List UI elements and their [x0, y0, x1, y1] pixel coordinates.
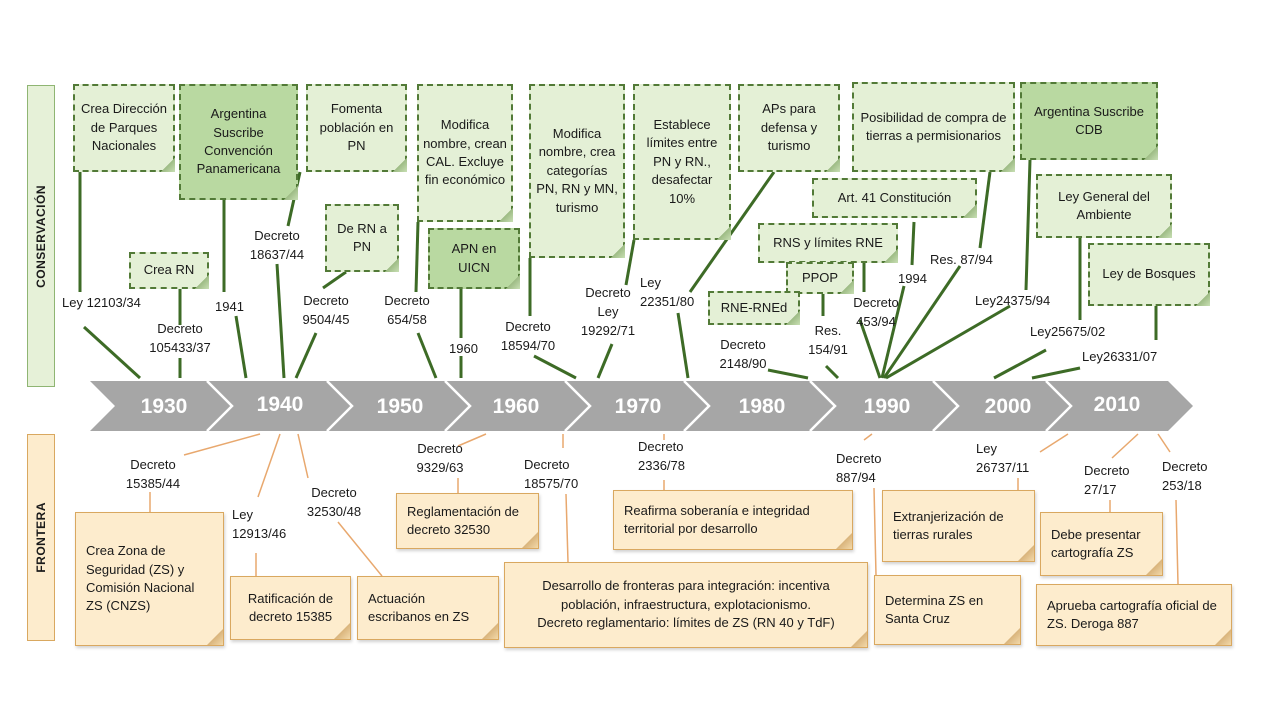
- conservation-label: Ley25675/02: [1030, 324, 1106, 339]
- conservation-note: Argentina Suscribe CDB: [1020, 82, 1158, 160]
- conservation-label: Decreto Ley 19292/71: [580, 285, 636, 338]
- decade-2000-label: 2000: [985, 395, 1032, 418]
- conservation-note: Crea RN: [129, 252, 209, 289]
- frontier-label: Decreto 27/17: [1084, 463, 1130, 497]
- frontier-note: Ratificación de decreto 15385: [230, 576, 351, 640]
- conservation-note: Fomenta población en PN: [306, 84, 407, 172]
- decade-1940-chevron: [207, 381, 352, 431]
- frontier-label: Decreto 9329/63: [416, 441, 464, 475]
- conservation-section-label: CONSERVACIÓN: [27, 85, 55, 387]
- frontier-label: Decreto 32530/48: [306, 485, 362, 519]
- conservation-note: Crea Dirección de Parques Nacionales: [73, 84, 175, 172]
- decade-1950-chevron: [327, 381, 470, 431]
- frontier-note-line: Decreto reglamentario: límites de ZS (RN…: [537, 615, 835, 631]
- frontier-note-development: Desarrollo de fronteras para integración…: [504, 562, 868, 648]
- frontier-label: Decreto 18575/70: [524, 457, 579, 491]
- decade-1980-chevron: [684, 381, 835, 431]
- conservation-note: Argentina Suscribe Convención Panamerica…: [179, 84, 298, 200]
- conservation-note: Ley de Bosques: [1088, 243, 1210, 306]
- decade-1940-label: 1940: [257, 393, 304, 416]
- frontier-note: Reglamentación de decreto 32530: [396, 493, 539, 549]
- conservation-note: PPOP: [786, 262, 854, 294]
- frontier-label: Decreto 15385/44: [125, 457, 181, 491]
- decade-1960-chevron: [445, 381, 590, 431]
- conservation-label: 1960: [449, 341, 478, 356]
- conservation-note: Art. 41 Constitución: [812, 178, 977, 218]
- conservation-label: 1941: [215, 299, 244, 314]
- frontier-label: Ley 12913/46: [232, 507, 287, 541]
- conservation-label: Ley 22351/80: [640, 275, 695, 309]
- conservation-note: Modifica nombre, crean CAL. Excluye fin …: [417, 84, 513, 222]
- conservation-label: Decreto 453/94: [853, 295, 899, 329]
- decade-1930-label: 1930: [141, 395, 188, 418]
- frontier-label: Decreto 887/94: [836, 451, 882, 485]
- conservation-label: Res. 87/94: [930, 252, 993, 267]
- decade-2010-label: 2010: [1094, 393, 1141, 416]
- frontier-note: Extranjerización de tierras rurales: [882, 490, 1035, 562]
- timeline-arrow: 1930 1940 1950 1960 1970 1980 1990 2000 …: [90, 380, 1193, 432]
- decade-1950-label: 1950: [377, 395, 424, 418]
- conservation-note: APN en UICN: [428, 228, 520, 289]
- conservation-label: Decreto 2148/90: [719, 337, 767, 371]
- conservation-note: Ley General del Ambiente: [1036, 174, 1172, 238]
- frontier-label: Decreto 2336/78: [638, 439, 685, 473]
- conservation-label: 1994: [898, 271, 927, 286]
- decade-2000-chevron: [933, 381, 1071, 431]
- frontier-note: Actuación escribanos en ZS: [357, 576, 499, 640]
- frontier-note: Determina ZS en Santa Cruz: [874, 575, 1021, 645]
- conservation-note: APs para defensa y turismo: [738, 84, 840, 172]
- frontier-label: Ley 26737/11: [976, 441, 1030, 475]
- decade-1970-label: 1970: [615, 395, 662, 418]
- conservation-label: Decreto 18637/44: [249, 228, 305, 262]
- decade-2010-chevron: [1046, 381, 1193, 431]
- conservation-label: Ley 12103/34: [62, 295, 141, 310]
- frontier-label: Decreto 253/18: [1162, 459, 1208, 493]
- decade-1980-label: 1980: [739, 395, 786, 418]
- frontier-note: Crea Zona de Seguridad (ZS) y Comisión N…: [75, 512, 224, 646]
- frontier-section-label: FRONTERA: [27, 434, 55, 641]
- frontier-note: Aprueba cartografía oficial de ZS. Derog…: [1036, 584, 1232, 646]
- decade-1990-chevron: [810, 381, 958, 431]
- frontier-note-line: Desarrollo de fronteras para integración…: [542, 578, 830, 612]
- conservation-label: Res. 154/91: [808, 323, 848, 357]
- conservation-label: Decreto 18594/70: [500, 319, 556, 353]
- conservation-label: Decreto 654/58: [384, 293, 430, 327]
- frontier-note: Debe presentar cartografía ZS: [1040, 512, 1163, 576]
- decade-1960-label: 1960: [493, 395, 540, 418]
- conservation-note: Posibilidad de compra de tierras a permi…: [852, 82, 1015, 172]
- decade-1930-chevron: [90, 381, 232, 431]
- frontier-connectors: [149, 433, 1179, 585]
- conservation-label: Decreto 9504/45: [302, 293, 350, 327]
- conservation-note: RNE-RNEd: [708, 291, 800, 325]
- conservation-note: RNS y límites RNE: [758, 223, 898, 263]
- conservation-note: Modifica nombre, crea categorías PN, RN …: [529, 84, 625, 258]
- decade-1970-chevron: [565, 381, 709, 431]
- conservation-connectors: [78, 159, 1158, 380]
- conservation-note: De RN a PN: [325, 204, 399, 272]
- conservation-label: Decreto 105433/37: [149, 321, 211, 355]
- frontier-note: Reafirma soberanía e integridad territor…: [613, 490, 853, 550]
- conservation-label: Ley24375/94: [975, 293, 1051, 308]
- conservation-note: Establece límites entre PN y RN., desafe…: [633, 84, 731, 240]
- conservation-label: Ley26331/07: [1082, 349, 1158, 364]
- decade-1990-label: 1990: [864, 395, 911, 418]
